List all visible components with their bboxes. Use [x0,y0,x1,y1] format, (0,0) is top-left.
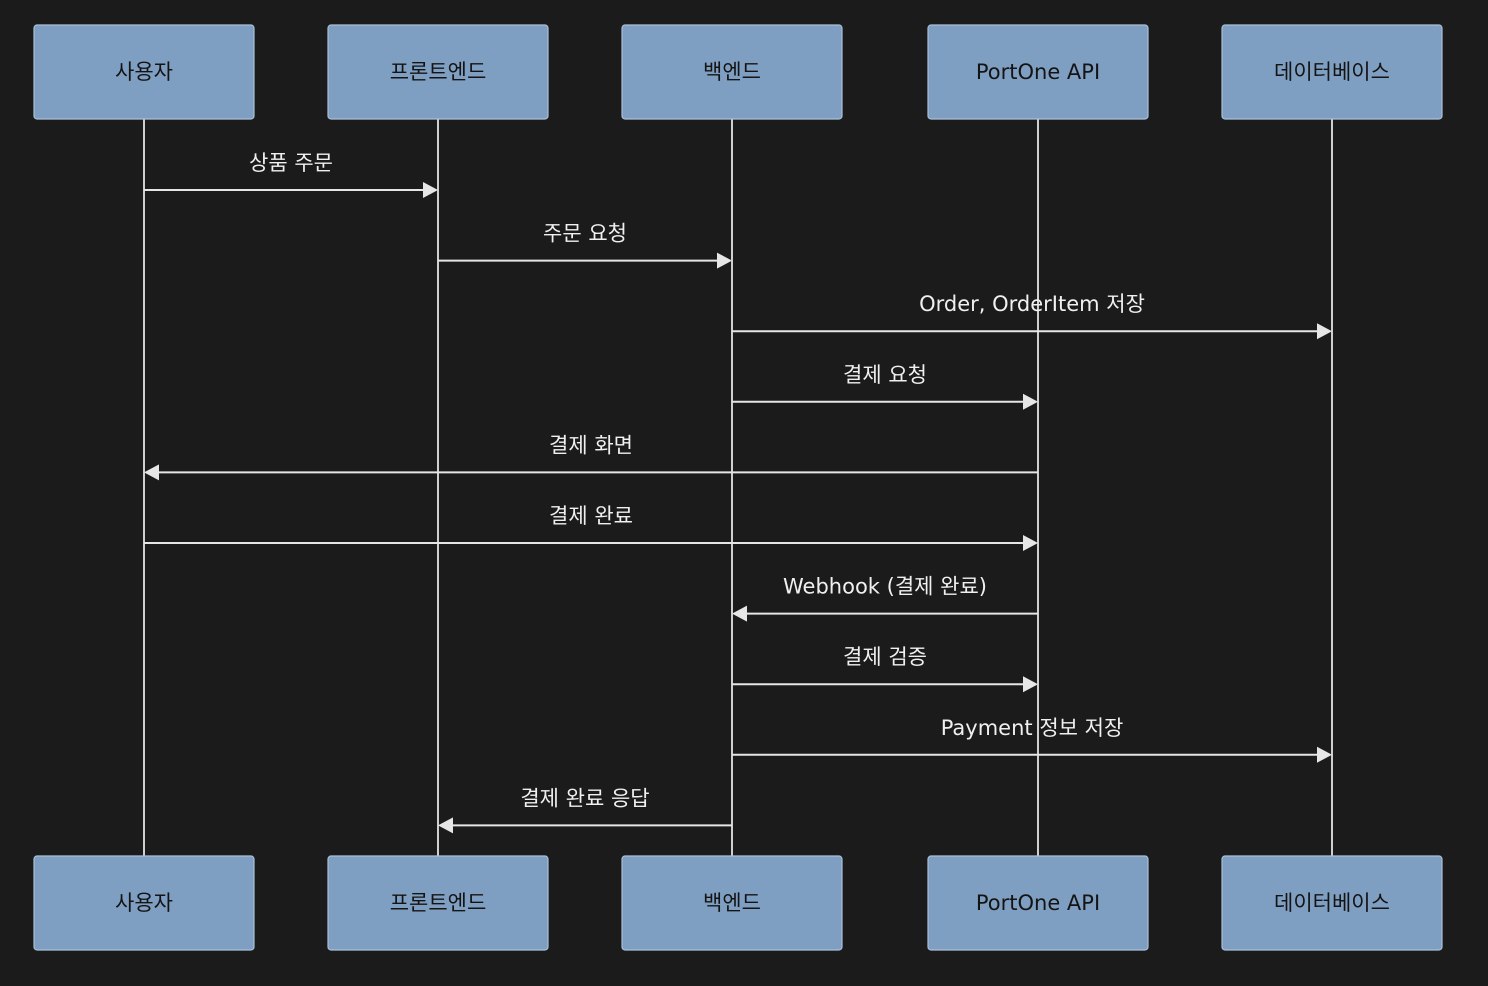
actor-box [621,24,843,120]
actor-portone-top: PortOne API [927,24,1149,120]
arrowhead [438,817,453,834]
actor-backend-top: 백엔드 [621,24,843,120]
actor-label: 백엔드 [703,60,761,84]
arrowhead [1317,746,1332,763]
message-label: Payment 정보 저장 [941,716,1124,740]
actor-portone-bottom: PortOne API [927,855,1149,951]
actor-label: 데이터베이스 [1274,60,1390,84]
actor-box [327,24,549,120]
message-label: Webhook (결제 완료) [783,575,987,599]
message-label: 결제 화면 [549,433,633,457]
message-label: 결제 요청 [843,363,927,387]
actor-label: 백엔드 [703,891,761,915]
message-label: 상품 주문 [249,151,333,175]
actor-user-bottom: 사용자 [33,855,255,951]
actor-box [33,24,255,120]
lifelines [143,119,1333,856]
actor-database-bottom: 데이터베이스 [1221,855,1443,951]
actor-box [33,855,255,951]
arrowhead [717,252,732,269]
message: Payment 정보 저장 [732,716,1332,763]
message-label: 결제 완료 응답 [520,786,649,810]
message: Order, OrderItem 저장 [732,292,1332,340]
message: 결제 완료 [144,504,1038,551]
message: 상품 주문 [144,151,438,198]
arrowhead [1023,676,1038,693]
message-label: Order, OrderItem 저장 [919,292,1145,316]
actor-user-top: 사용자 [33,24,255,120]
arrowhead [1023,535,1038,551]
actor-label: 사용자 [115,60,173,84]
message-label: 결제 검증 [843,645,927,669]
message-label: 결제 완료 [549,504,633,528]
message: 결제 완료 응답 [438,786,732,834]
actor-box [1221,24,1443,120]
actor-box [927,855,1149,951]
arrowhead [144,464,159,481]
message: 결제 검증 [732,645,1038,693]
message: 결제 요청 [732,363,1038,410]
actor-label: PortOne API [976,60,1100,84]
actor-frontend-bottom: 프론트엔드 [327,855,549,951]
actor-label: 사용자 [115,891,173,915]
arrowhead [1317,323,1332,340]
actor-label: 프론트엔드 [390,891,487,915]
actor-box [621,855,843,951]
actor-box [1221,855,1443,951]
actor-frontend-top: 프론트엔드 [327,24,549,120]
actor-label: 데이터베이스 [1274,891,1390,915]
actor-database-top: 데이터베이스 [1221,24,1443,120]
actor-label: PortOne API [976,891,1100,915]
arrowhead [732,605,747,622]
actor-box [327,855,549,951]
arrowhead [423,182,438,198]
message: Webhook (결제 완료) [732,575,1038,622]
actor-backend-bottom: 백엔드 [621,855,843,951]
arrowhead [1023,393,1038,410]
message-label: 주문 요청 [543,222,627,246]
actor-label: 프론트엔드 [390,60,487,84]
actor-box [927,24,1149,120]
message: 결제 화면 [144,433,1038,481]
message: 주문 요청 [438,222,732,269]
